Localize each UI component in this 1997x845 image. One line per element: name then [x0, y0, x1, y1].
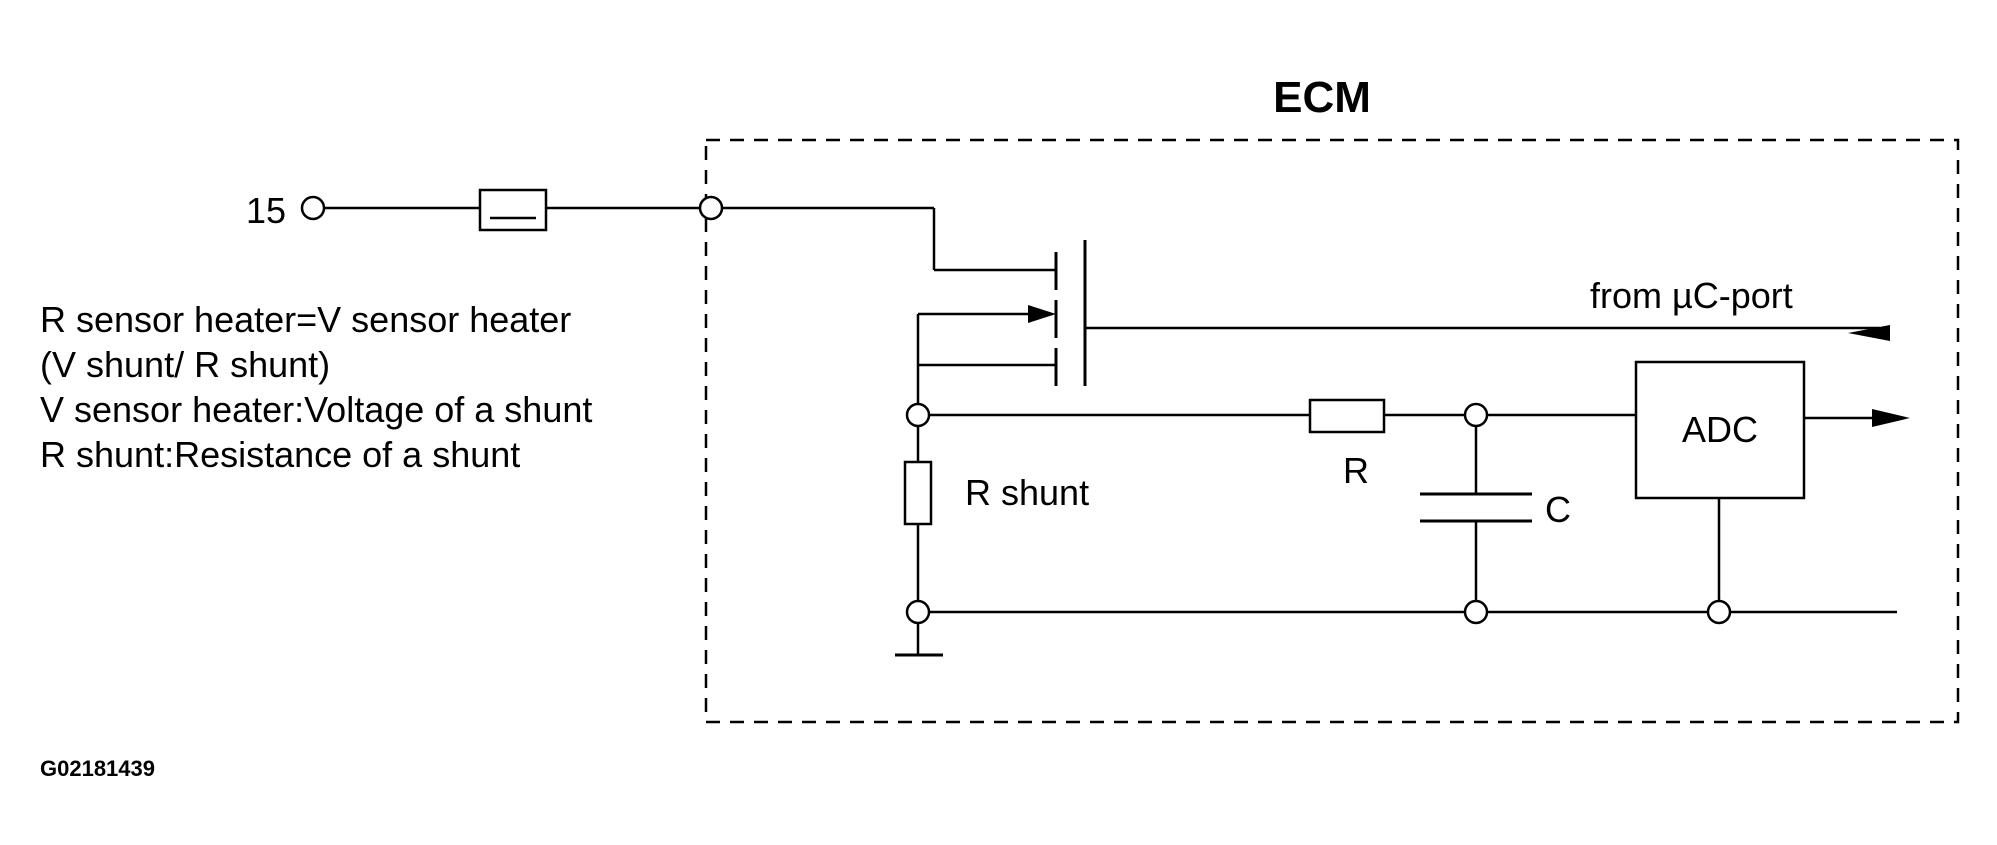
- note-line-2: (V shunt/ R shunt): [40, 344, 330, 385]
- ecm-connector-node: [698, 195, 724, 221]
- signal-label: from µC-port: [1590, 275, 1793, 316]
- filter-resistor: [1308, 398, 1386, 434]
- adc-ground-node: [1706, 599, 1732, 625]
- figure-id: G02181439: [40, 756, 155, 781]
- note-line-1: R sensor heater=V sensor heater: [40, 299, 571, 340]
- mosfet-body-arrow: [1028, 305, 1056, 323]
- capacitor-bottom-node: [1463, 599, 1489, 625]
- shunt-top-node: [905, 402, 931, 428]
- ecm-boundary: [704, 138, 1960, 724]
- ground-node: [905, 599, 931, 625]
- terminal-15-node: [300, 195, 326, 221]
- gate-signal-arrow: [1848, 325, 1890, 341]
- shunt-resistor: [903, 460, 933, 526]
- note-line-3: V sensor heater:Voltage of a shunt: [40, 389, 592, 430]
- resistor-label: R: [1343, 450, 1369, 491]
- capacitor-top-node: [1463, 402, 1489, 428]
- adc-label: ADC: [1682, 409, 1758, 450]
- capacitor-label: C: [1545, 489, 1571, 530]
- fuse: [478, 188, 548, 232]
- adc-block: [1634, 360, 1806, 500]
- note-line-4: R shunt:Resistance of a shunt: [40, 434, 520, 475]
- adc-output-arrow: [1872, 409, 1910, 427]
- ecm-title: ECM: [1273, 73, 1371, 122]
- shunt-label: R shunt: [965, 472, 1089, 513]
- terminal-15-label: 15: [246, 190, 286, 231]
